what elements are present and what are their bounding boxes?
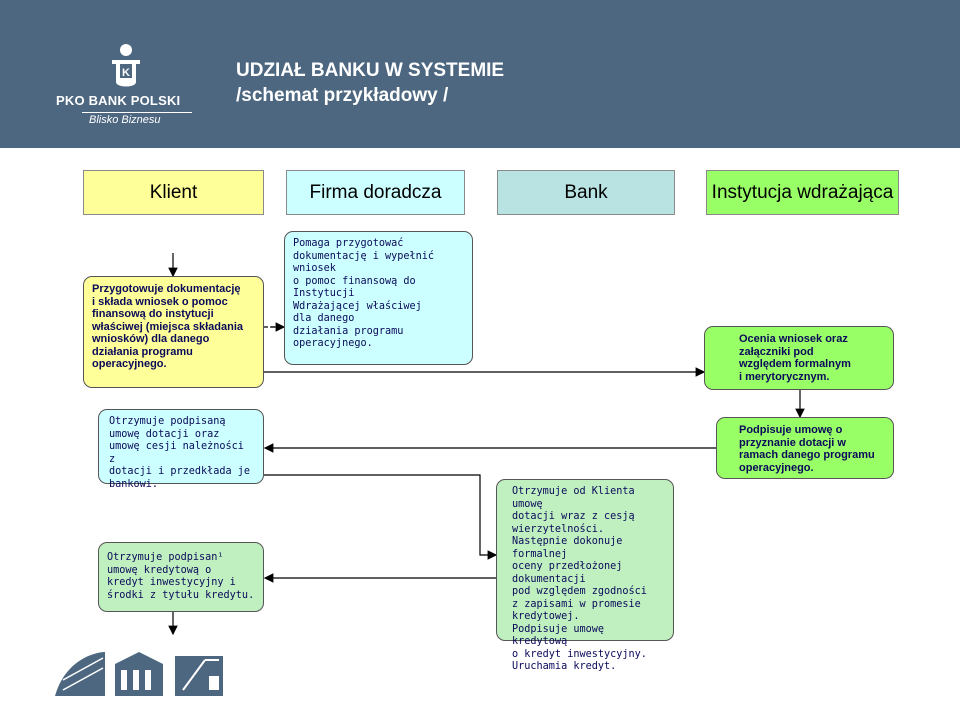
bridge-icon: [55, 652, 105, 696]
title-line-1: UDZIAŁ BANKU W SYSTEMIE: [236, 60, 505, 81]
pko-emblem-icon: K: [112, 44, 140, 87]
box-klient-otrzymuje-umowe: Otrzymuje podpisaną umowę dotacji oraz u…: [98, 409, 264, 490]
title-line-2: /schemat przykładowy /: [236, 85, 449, 106]
column-instytucja: Instytucja wdrażająca: [706, 170, 899, 215]
column-bank: Bank: [497, 170, 675, 215]
box-instytucja-ocenia: Ocenia wniosek oraz załączniki pod wzglę…: [704, 326, 894, 390]
column-firma-doradcza: Firma doradcza: [286, 170, 465, 215]
page-title: UDZIAŁ BANKU W SYSTEMIE /schemat przykła…: [236, 58, 504, 108]
logo-text: PKO BANK POLSKI: [56, 93, 181, 108]
footer-icons: [55, 650, 225, 703]
logo-subtitle: Blisko Biznesu: [89, 114, 161, 126]
box-instytucja-podpisuje: Podpisuje umowę o przyznanie dotacji w r…: [716, 417, 894, 479]
building-icon: [115, 652, 163, 696]
box-doradca-pomaga: Pomaga przygotować dokumentację i wypełn…: [284, 231, 473, 365]
logo-divider: [82, 112, 192, 113]
box-klient-przygotowuje: Przygotowuje dokumentację i składa wnios…: [83, 276, 264, 388]
header-bar: K PKO BANK POLSKI Blisko Biznesu UDZIAŁ …: [0, 0, 960, 148]
pko-logo: K PKO BANK POLSKI Blisko Biznesu: [56, 42, 196, 132]
box-klient-otrzymuje-kredyt: Otrzymuje podpisan¹ umowę kredytową o kr…: [98, 542, 264, 612]
box-bank-otrzymuje: Otrzymuje od Klienta umowę dotacji wraz …: [496, 479, 674, 672]
svg-text:K: K: [122, 67, 130, 79]
column-klient: Klient: [83, 170, 264, 215]
crane-icon: [175, 656, 223, 696]
